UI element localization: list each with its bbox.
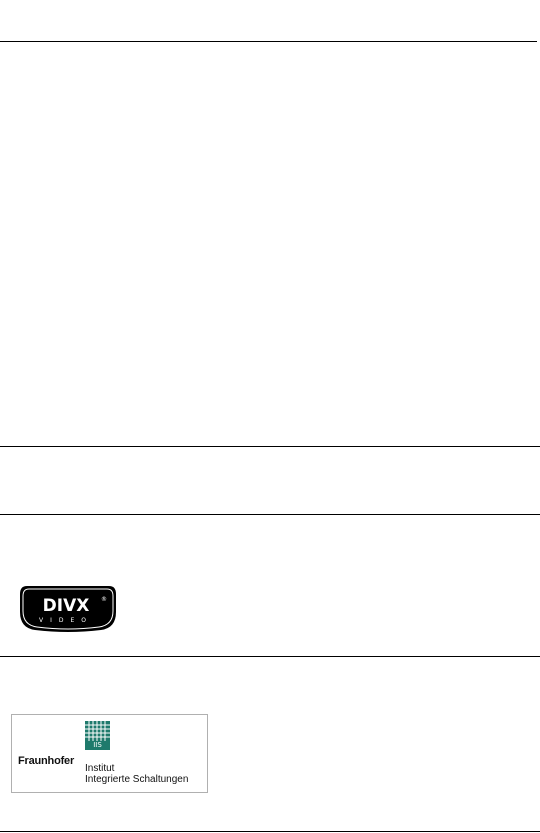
divx-video-logo: DIVX ® VIDEO (20, 586, 116, 632)
divx-wordmark: DIVX (43, 596, 90, 616)
divider-rule-3 (0, 656, 540, 657)
fraunhofer-iis-logo: IIS Fraunhofer Institut Integrierte Scha… (11, 714, 208, 793)
fraunhofer-institute-line2: Integrierte Schaltungen (85, 774, 189, 785)
divx-registered-mark: ® (101, 596, 107, 603)
divider-rule-1 (0, 446, 540, 447)
divider-rule-2 (0, 514, 540, 515)
top-rule (0, 41, 537, 42)
fraunhofer-institute-line1: Institut (85, 763, 115, 774)
fraunhofer-iis-badge: IIS (85, 741, 110, 750)
bottom-rule (0, 831, 540, 832)
fraunhofer-grid-icon (85, 721, 110, 741)
fraunhofer-name: Fraunhofer (18, 755, 75, 767)
divx-subtext: VIDEO (39, 617, 93, 624)
